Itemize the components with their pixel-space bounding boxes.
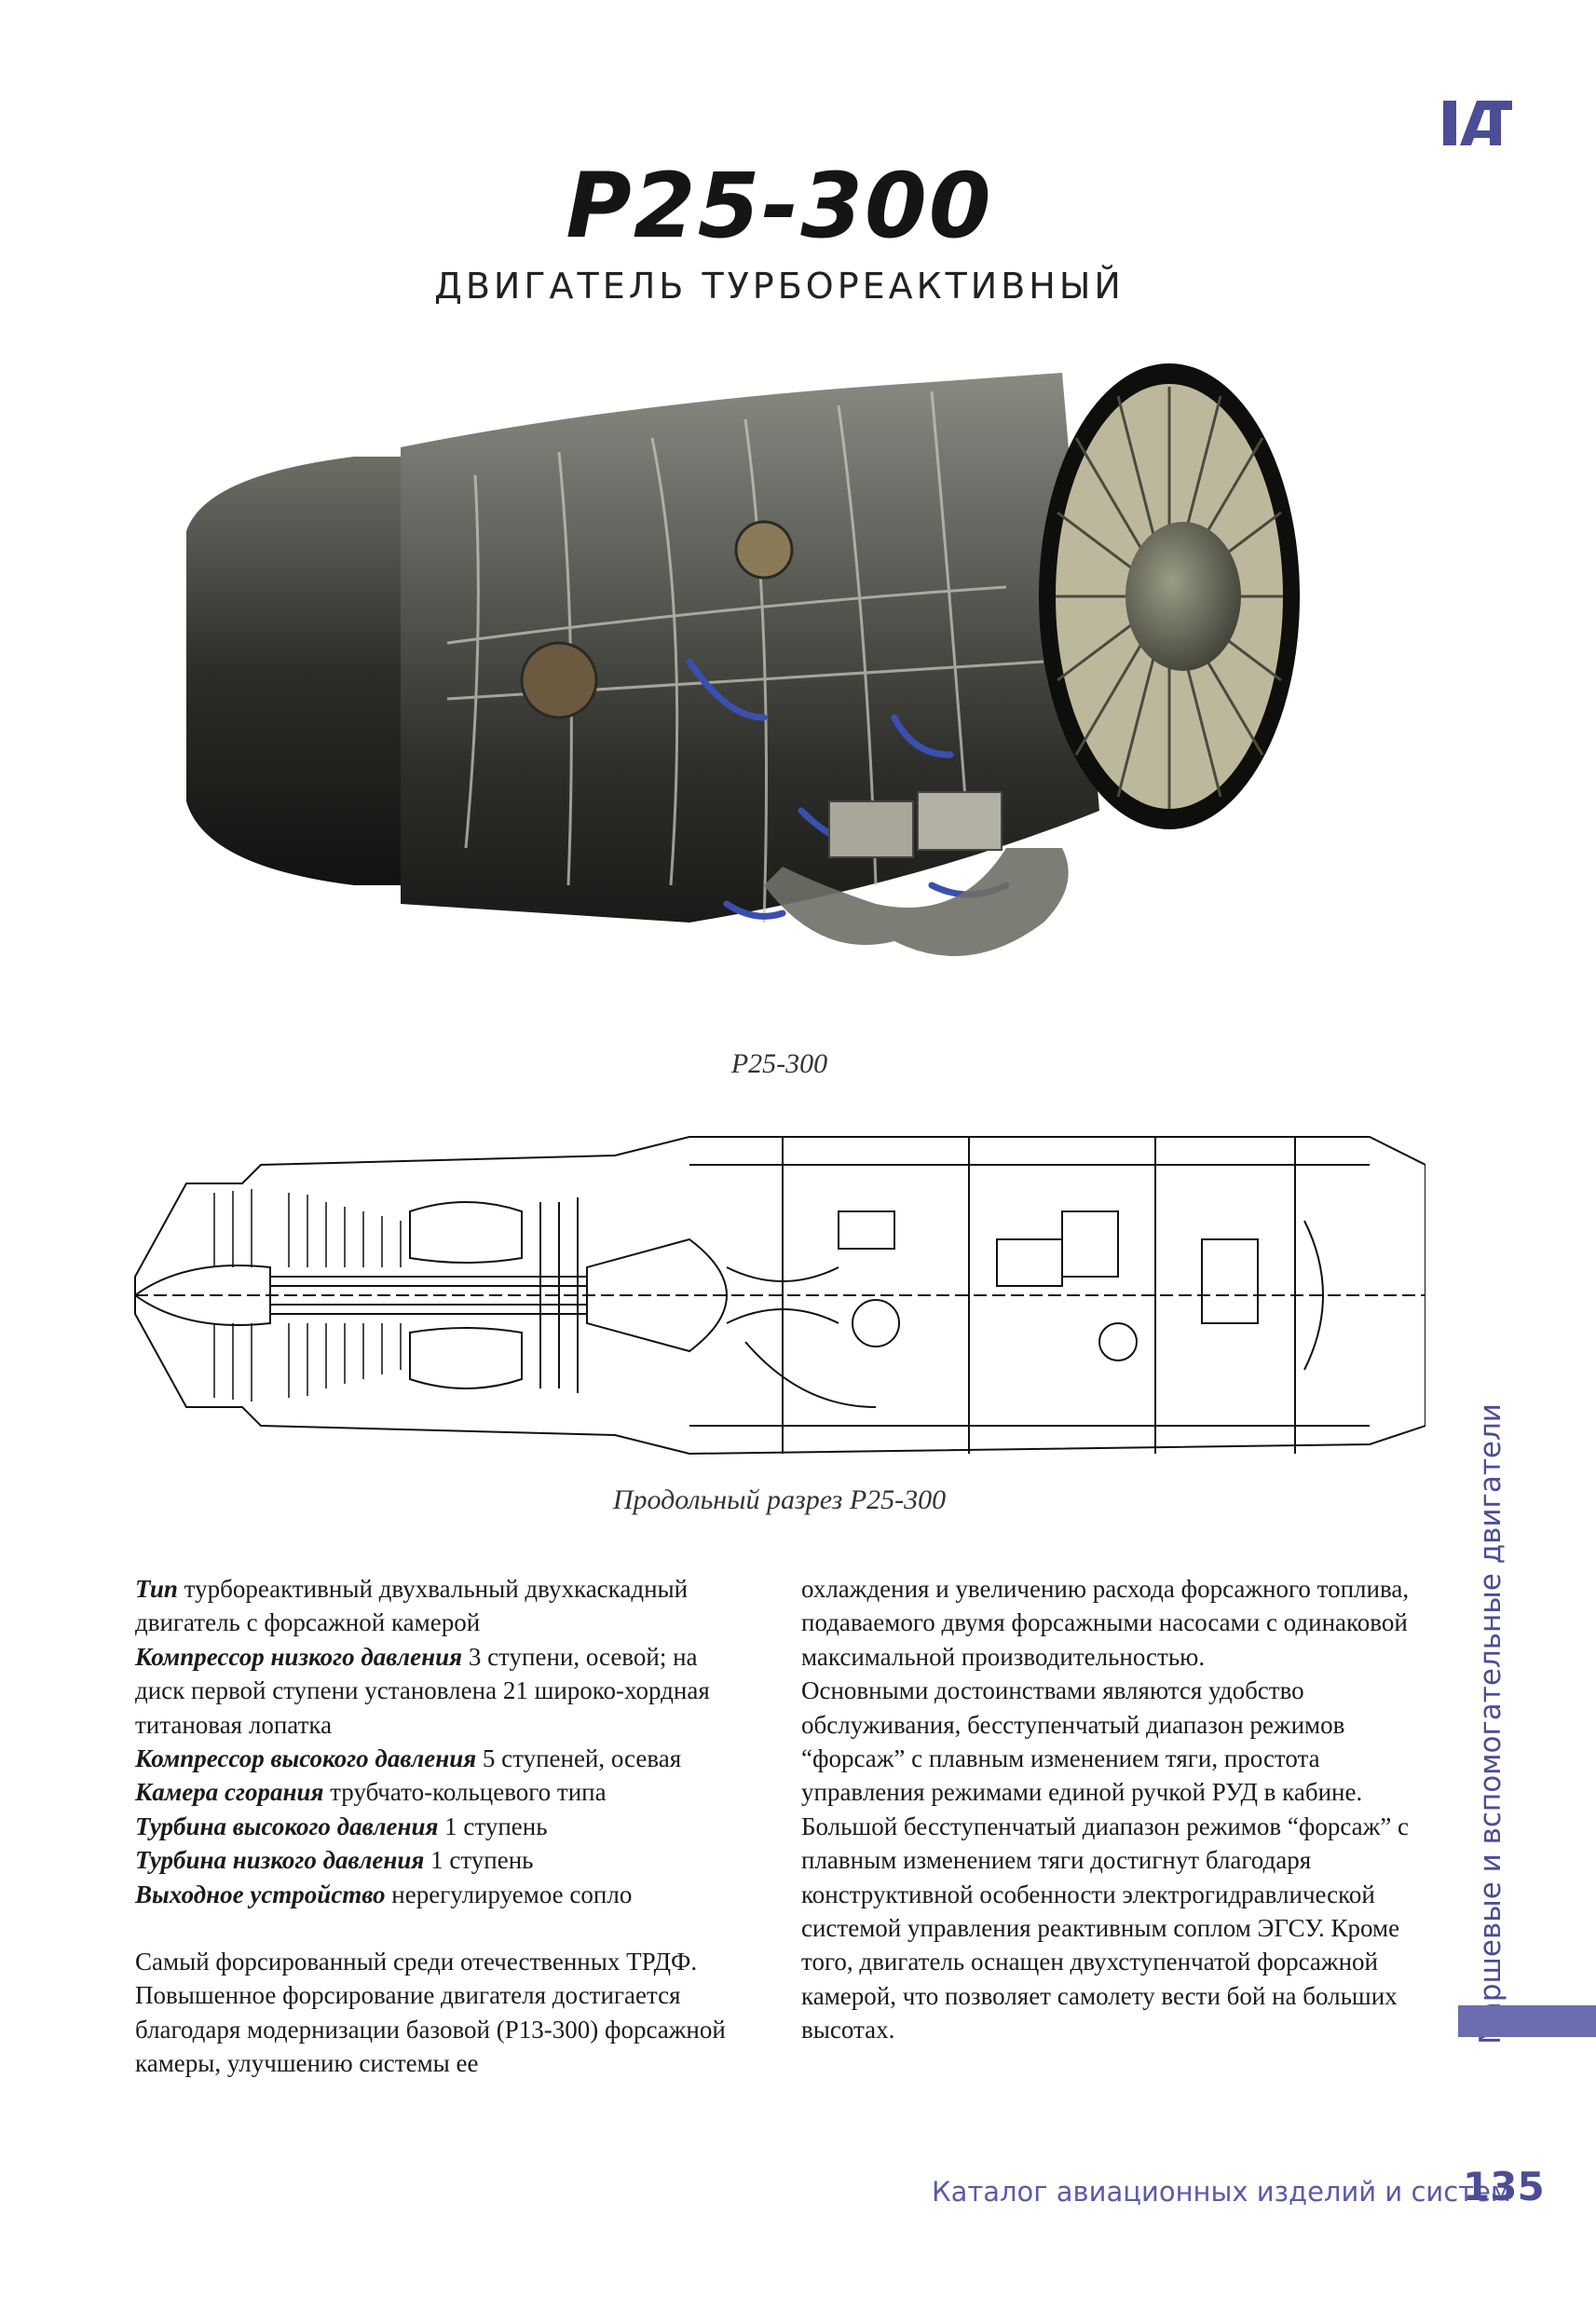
spec-exhaust: Выходное устройство нерегулируемое сопло — [135, 1878, 750, 1911]
photo-caption: Р25-300 — [730, 1048, 828, 1079]
spec-value: 3 ступени, осевой; на диск первой ступен… — [135, 1642, 710, 1739]
spec-label: Выходное устройство — [135, 1880, 386, 1908]
spec-value: 1 ступень — [424, 1846, 534, 1875]
spec-label: Компрессор низкого давления — [135, 1642, 463, 1671]
page-subtitle: ДВИГАТЕЛЬ ТУРБОРЕАКТИВНЫЙ — [434, 266, 1125, 307]
page-number: 135 — [1463, 2164, 1545, 2209]
spec-label: Турбина низкого давления — [135, 1846, 425, 1875]
section-marker-bar — [1458, 2005, 1596, 2037]
description-paragraph: Самый форсированный среди отечественных … — [135, 1948, 726, 2078]
spec-value: 5 ступеней, осевая — [476, 1744, 682, 1773]
spec-label: Компрессор высокого давления — [135, 1744, 477, 1773]
spec-hp-compressor: Компрессор высокого давления 5 ступеней,… — [135, 1742, 750, 1775]
page-title: Р25-300 — [566, 154, 993, 258]
spec-label: Тип — [135, 1575, 178, 1603]
spec-lp-turbine: Турбина низкого давления 1 ступень — [135, 1843, 750, 1877]
engine-photo — [186, 363, 1300, 956]
spec-value: турбореактивный двухвальный двухкаскадны… — [135, 1575, 689, 1637]
spec-label: Турбина высокого давления — [135, 1812, 439, 1840]
spec-value: нерегулируемое сопло — [385, 1880, 633, 1908]
description-paragraph: Основными достоинствами являются удобств… — [801, 1676, 1410, 2044]
spec-value: трубчато-кольцевого типа — [323, 1778, 607, 1807]
description-paragraph: охлаждения и увеличению расхода форсажно… — [801, 1575, 1410, 1671]
spec-value: 1 ступень — [438, 1812, 548, 1840]
spec-label: Камера сгорания — [135, 1778, 324, 1807]
spec-hp-turbine: Турбина высокого давления 1 ступень — [135, 1810, 750, 1843]
section-label: Маршевые и вспомогательные двигатели — [1467, 1403, 1514, 2044]
cross-section-drawing — [134, 1136, 1425, 1456]
text-column-left: Тип турбореактивный двухвальный двухкаск… — [135, 1572, 750, 2081]
footer-catalog-title: Каталог авиационных изделий и систем — [932, 2176, 1511, 2208]
drawing-caption: Продольный разрез Р25-300 — [612, 1484, 947, 1515]
spec-lp-compressor: Компрессор низкого давления 3 ступени, о… — [135, 1640, 750, 1742]
spec-combustor: Камера сгорания трубчато-кольцевого типа — [135, 1775, 750, 1809]
text-column-right: охлаждения и увеличению расхода форсажно… — [801, 1572, 1435, 2047]
spec-type: Тип турбореактивный двухвальный двухкаск… — [135, 1572, 750, 1640]
section-label-text: Маршевые и вспомогательные двигатели — [1474, 1403, 1507, 2044]
iat-logo-icon — [1443, 101, 1512, 145]
